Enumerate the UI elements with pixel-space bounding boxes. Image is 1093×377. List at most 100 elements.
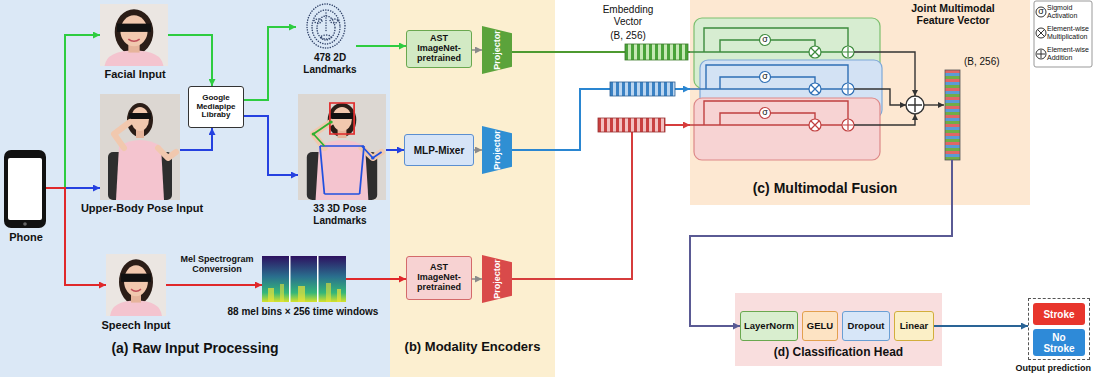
mel-spectrogram	[326, 283, 331, 302]
legend-text: Element-wise Multiplication	[1047, 25, 1092, 41]
layer-box: Dropout	[842, 311, 890, 341]
connector	[512, 125, 690, 279]
fusion-block	[690, 98, 880, 160]
face-landmark-mesh	[314, 19, 322, 23]
sigmoid-symbol: σ	[758, 107, 772, 117]
projector-shape	[482, 126, 512, 174]
layer-box: LayerNorm	[740, 311, 798, 341]
face-image: Facial Input	[88, 2, 182, 86]
fusion-sum	[854, 52, 944, 125]
connector	[512, 89, 690, 150]
connector	[244, 116, 298, 175]
fusion-sum	[854, 89, 906, 105]
face-landmark-mesh	[321, 35, 331, 39]
fusion-block	[811, 121, 819, 129]
text-slot: Upper-Body Pose Input	[72, 202, 212, 215]
encoder-box: AST ImageNet-pretrained	[406, 256, 472, 300]
pose-photo	[298, 94, 386, 200]
fusion-sum	[924, 104, 944, 105]
fusion-block	[843, 120, 853, 130]
embedding-bar	[625, 44, 688, 60]
head-panel-text: (d) Classification Head	[735, 346, 942, 360]
connector	[356, 45, 406, 47]
pose-skeleton	[313, 122, 331, 146]
connector	[244, 27, 296, 100]
face-landmark-mesh	[307, 4, 345, 48]
text-slot: Joint Multimodal Feature Vector	[892, 2, 1014, 26]
fusion-block	[842, 46, 854, 58]
phone-device-outline	[4, 150, 46, 228]
embedding-bar	[598, 118, 665, 132]
mel-spectrogram	[337, 289, 341, 302]
face-landmark-mesh	[307, 4, 345, 48]
face-image-outline	[100, 4, 168, 66]
class-box: No Stroke	[1033, 329, 1085, 356]
pose-skeleton	[362, 146, 382, 158]
layer-box-text: Linear	[898, 321, 930, 331]
embedding-bar	[610, 82, 675, 96]
mel-spectrogram	[289, 256, 291, 302]
text-slot: 478 2D Landmarks	[290, 52, 370, 75]
joint-vector-bar	[945, 70, 960, 160]
fusion-sum	[906, 96, 924, 114]
projector-block: Projector	[482, 126, 512, 174]
pose-landmark-image-outline	[298, 94, 386, 200]
text-slot: (a) Raw Input Processing	[0, 340, 390, 356]
text-slot: Speech Input	[84, 319, 188, 332]
landmark-image-outline	[296, 4, 356, 50]
encoder-panel-text: (b) Modality Encoders	[390, 340, 555, 355]
legend-box	[1034, 1, 1092, 67]
fusion-block	[811, 85, 819, 93]
pose-skeleton	[320, 146, 364, 194]
legend-box	[1038, 30, 1045, 37]
layer-box: Linear	[894, 311, 934, 341]
text-slot: Sigmoid Activation	[1047, 4, 1092, 20]
text-slot: (d) Classification Head	[735, 346, 942, 360]
projector-block-text: Projector	[493, 130, 502, 170]
connector	[166, 284, 262, 286]
text-slot: Element-wise Multiplication	[1047, 25, 1092, 41]
connector	[472, 49, 482, 51]
pose-landmark-image-text: 33 3D Pose Landmarks	[294, 203, 386, 226]
vector-label: Embedding Vector	[588, 4, 668, 27]
fusion-block	[690, 124, 854, 125]
pose-skeleton	[320, 145, 364, 147]
projector-block-text: Projector	[493, 259, 502, 299]
fusion-block	[704, 101, 848, 125]
text-slot: Projector	[477, 46, 517, 55]
input-panel: (a) Raw Input Processing Phone Facial Inpu…	[0, 0, 390, 377]
output-frame: Output predictionStrokeNo Stroke	[998, 296, 1093, 377]
fusion-block	[809, 119, 821, 131]
speech-photo	[106, 254, 166, 316]
fusion-block	[842, 119, 854, 131]
projector-shape	[482, 26, 512, 74]
projector-block: Projector	[482, 26, 512, 74]
landmark-image-text: 478 2D Landmarks	[290, 52, 370, 75]
fusion-block	[690, 88, 854, 89]
output-frame-text: Output prediction	[998, 363, 1091, 373]
fusion-block	[809, 83, 821, 95]
pose-skeleton	[312, 132, 316, 135]
mel-spectrogram	[280, 284, 284, 302]
layer-box: GELU	[802, 311, 838, 341]
speech-image: Speech Input	[84, 252, 188, 334]
connector	[46, 35, 100, 188]
text-slot: (c) Multimodal Fusion	[690, 180, 960, 196]
spectrogram-image-outline	[262, 256, 346, 302]
fusion-block	[809, 46, 821, 58]
fusion-block	[690, 28, 854, 52]
text-slot: Projector	[477, 275, 517, 284]
mel-spectrogram	[262, 256, 346, 302]
connector	[934, 325, 1028, 327]
connector	[386, 149, 404, 151]
text-slot: Phone	[0, 231, 52, 244]
upper-body-image-outline	[100, 94, 180, 200]
shape-label: (B, 256)	[598, 30, 658, 42]
sigmoid-symbol: σ	[1034, 6, 1048, 16]
library-box: Google Mediapipe Libraby	[188, 86, 244, 128]
pose-skeleton	[329, 120, 333, 123]
fusion-block	[842, 83, 854, 95]
projector-block-text: Projector	[493, 30, 502, 70]
projector-block: Projector	[482, 255, 512, 303]
